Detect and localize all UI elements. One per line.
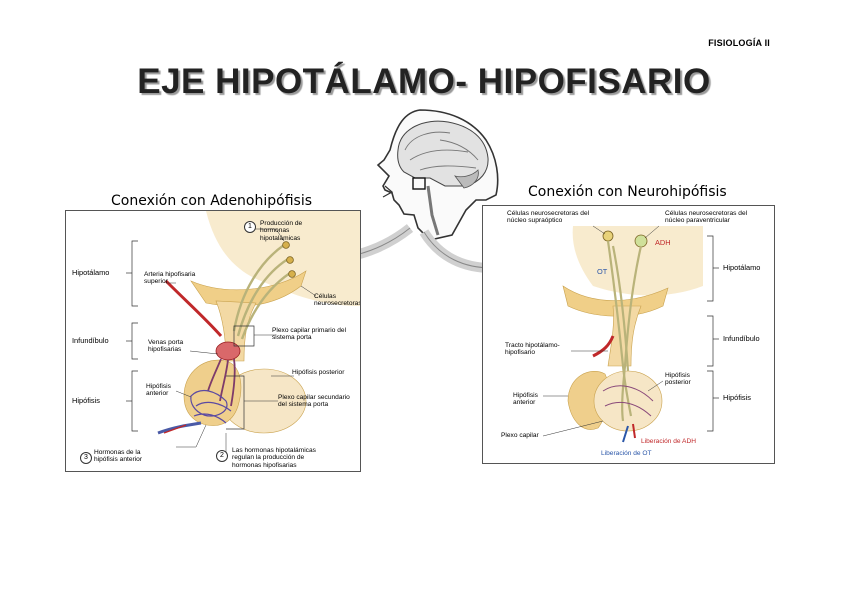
label-hipofisis-anterior-right: Hipófisis anterior bbox=[513, 392, 549, 407]
label-supraoptico: Células neurosecretoras del núcleo supra… bbox=[507, 210, 599, 225]
step-2-badge: 2 bbox=[216, 450, 228, 462]
label-produccion: Producción de hormonas hipotalámicas bbox=[260, 220, 330, 242]
label-ot: OT bbox=[597, 268, 607, 275]
label-liberacion-adh: Liberación de ADH bbox=[641, 438, 696, 445]
label-plexo-capilar: Plexo capilar bbox=[501, 432, 539, 439]
label-celulas: Células neurosecretoras bbox=[314, 293, 361, 308]
label-plexo-primario: Plexo capilar primario del sistema porta bbox=[272, 327, 354, 342]
head-profile-illustration bbox=[378, 110, 498, 240]
label-hipofisis-posterior-right: Hipófisis posterior bbox=[665, 372, 705, 387]
region-label-infundibulo: Infundíbulo bbox=[72, 337, 109, 344]
label-adh: ADH bbox=[655, 239, 671, 246]
neurohipofisis-panel: Células neurosecretoras del núcleo supra… bbox=[482, 205, 775, 464]
region-label-hipofisis: Hipófisis bbox=[72, 397, 100, 404]
label-paraventricular: Células neurosecretoras del núcleo parav… bbox=[665, 210, 765, 225]
region-label-hipotalamo-right: Hipotálamo bbox=[723, 264, 760, 271]
region-label-hipofisis-right: Hipófisis bbox=[723, 394, 751, 401]
adenohipofisis-panel: 1 2 3 Hipotálamo Infundíbulo Hipófisis P… bbox=[65, 210, 361, 472]
region-label-hipotalamo: Hipotálamo bbox=[72, 269, 109, 276]
label-venas: Venas porta hipofisarias bbox=[148, 339, 194, 354]
label-hipofisis-anterior: Hipófisis anterior bbox=[146, 383, 182, 398]
step-1-badge: 1 bbox=[244, 221, 256, 233]
label-plexo-secundario: Plexo capilar secundario del sistema por… bbox=[278, 394, 360, 409]
label-hipofisis-posterior: Hipófisis posterior bbox=[292, 369, 344, 376]
region-label-infundibulo-right: Infundíbulo bbox=[723, 335, 760, 342]
step-3-badge: 3 bbox=[80, 452, 92, 464]
right-subtitle: Conexión con Neurohipófisis bbox=[528, 184, 727, 200]
label-arteria: Arteria hipofisaria superior bbox=[144, 271, 204, 286]
label-step2: Las hormonas hipotalámicas regulan la pr… bbox=[232, 447, 332, 469]
left-subtitle: Conexión con Adenohipófisis bbox=[111, 193, 312, 209]
label-step3: Hormonas de la hipófisis anterior bbox=[94, 449, 156, 464]
label-liberacion-ot: Liberación de OT bbox=[601, 450, 652, 457]
label-tracto: Tracto hipotálamo-hipofisario bbox=[505, 342, 575, 357]
